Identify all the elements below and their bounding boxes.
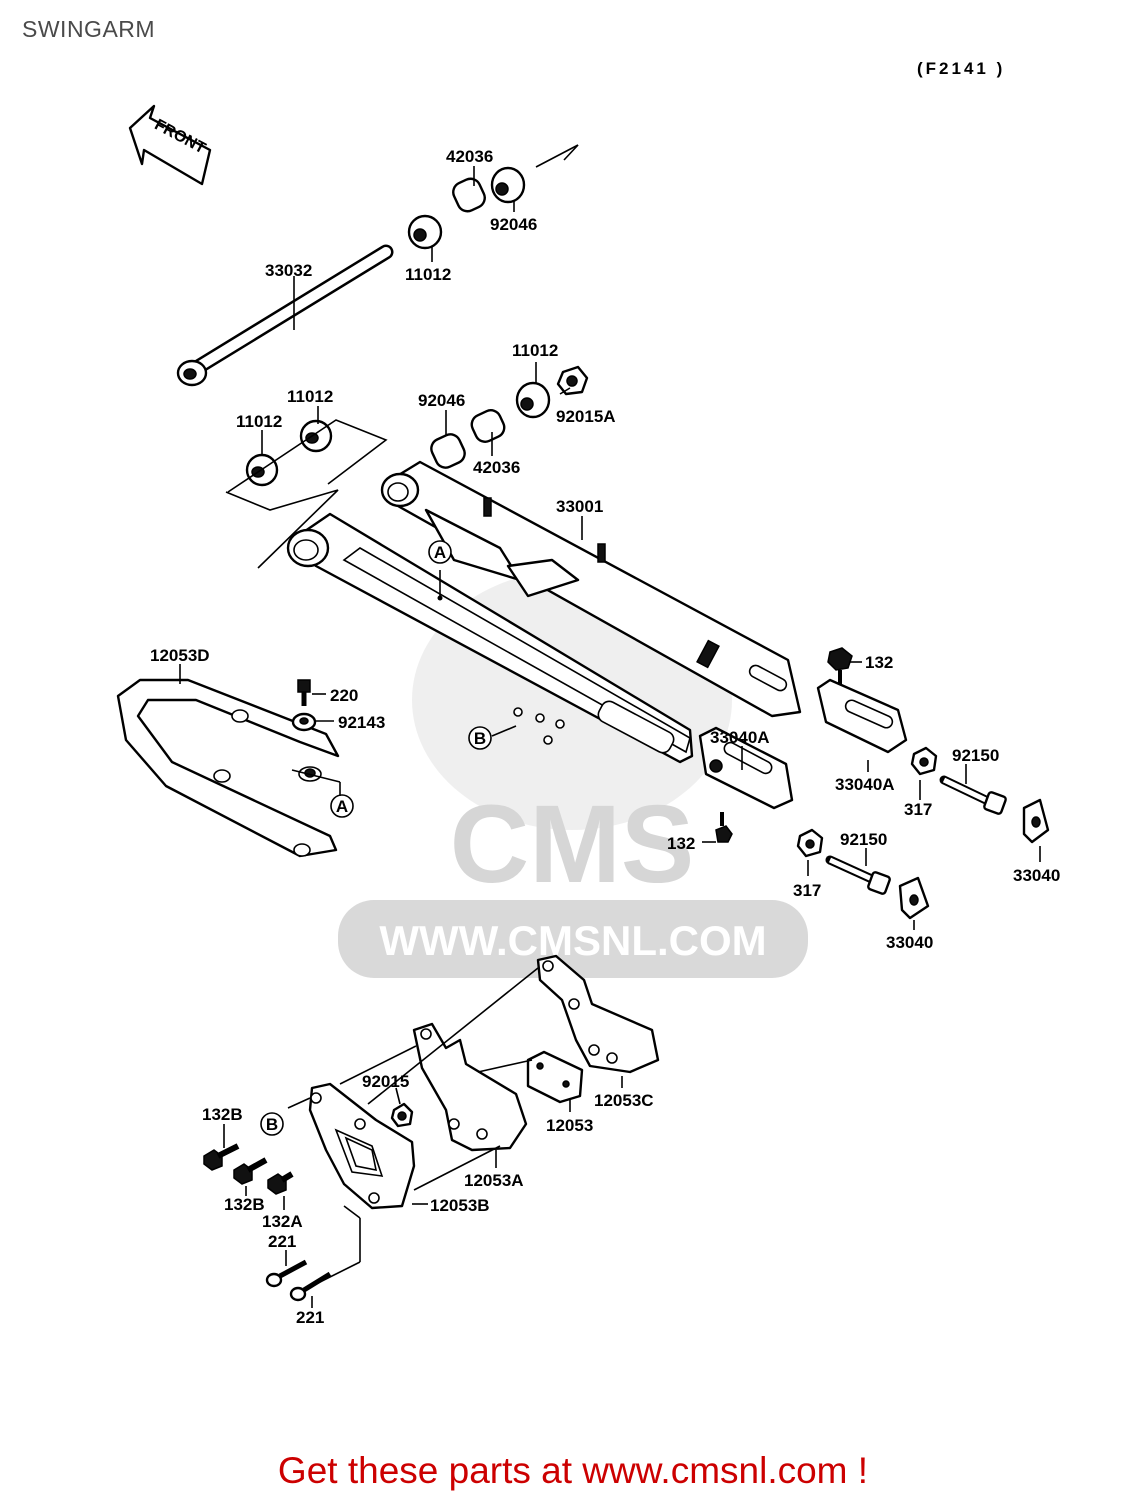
mid-bearing-group (245, 365, 589, 487)
callout-markers: A A B B (260, 540, 517, 1136)
label-132-right: 132 (865, 653, 893, 672)
label-12053: 12053 (546, 1116, 593, 1135)
label-317-right: 317 (904, 800, 932, 819)
label-92150-mid: 92150 (840, 830, 887, 849)
label-33040a-top: 33040A (710, 728, 770, 747)
label-92143: 92143 (338, 713, 385, 732)
label-33040a-right: 33040A (835, 775, 895, 794)
chain-guide-assembly (287, 954, 660, 1285)
label-33040-mid: 33040 (886, 933, 933, 952)
callout-b-swingarm: B (474, 729, 486, 748)
footer-link[interactable]: Get these parts at www.cmsnl.com ! (277, 1450, 869, 1491)
front-arrow: FRONT (128, 104, 212, 186)
chain-adjuster-mid (698, 726, 930, 920)
label-11012-mid-left: 11012 (287, 387, 333, 406)
label-11012-top: 11012 (405, 265, 451, 284)
label-92150-right: 92150 (952, 746, 999, 765)
leader-lines (179, 166, 1041, 1308)
label-12053c: 12053C (594, 1091, 654, 1110)
page-title: SWINGARM (22, 16, 156, 42)
label-33001: 33001 (556, 497, 603, 516)
callout-a-slider: A (336, 797, 348, 816)
label-92046-top: 92046 (490, 215, 537, 234)
label-221-bottom: 221 (296, 1308, 324, 1327)
top-bearing-group (407, 166, 526, 250)
callout-b-guide: B (266, 1115, 278, 1134)
label-132a: 132A (262, 1212, 303, 1231)
watermark-brand: CMS (450, 783, 694, 906)
label-92046-mid: 92046 (418, 391, 465, 410)
label-12053a: 12053A (464, 1171, 524, 1190)
label-11012-left: 11012 (236, 412, 282, 431)
label-220: 220 (330, 686, 358, 705)
assembly-lines (225, 144, 579, 569)
label-33040-right: 33040 (1013, 866, 1060, 885)
diagram-code: (F2141 ) (917, 59, 1005, 78)
swingarm-exploded-diagram: CMS WWW.CMSNL.COM (F2141 ) FRONT (116, 59, 1060, 1327)
label-132b-bottom: 132B (224, 1195, 265, 1214)
guide-bolts (203, 1143, 332, 1302)
label-317-mid: 317 (793, 881, 821, 900)
watermark-url: WWW.CMSNL.COM (379, 917, 766, 964)
swingarm-body (286, 460, 802, 764)
part-number-labels: 42036 92046 33032 11012 11012 92046 9201… (150, 147, 1060, 1327)
label-42036-mid: 42036 (473, 458, 520, 477)
label-221-top: 221 (268, 1232, 296, 1251)
label-132-mid: 132 (667, 834, 695, 853)
label-11012-mid-right: 11012 (512, 341, 558, 360)
label-33032: 33032 (265, 261, 312, 280)
label-92015: 92015 (362, 1072, 409, 1091)
label-12053d: 12053D (150, 646, 210, 665)
chain-slider (116, 678, 340, 858)
pivot-shaft (176, 244, 394, 387)
callout-a-swingarm: A (434, 543, 446, 562)
label-132b-top: 132B (202, 1105, 243, 1124)
label-42036-top: 42036 (446, 147, 493, 166)
label-92015a: 92015A (556, 407, 616, 426)
label-12053b: 12053B (430, 1196, 490, 1215)
chain-adjuster-right (816, 647, 1050, 844)
